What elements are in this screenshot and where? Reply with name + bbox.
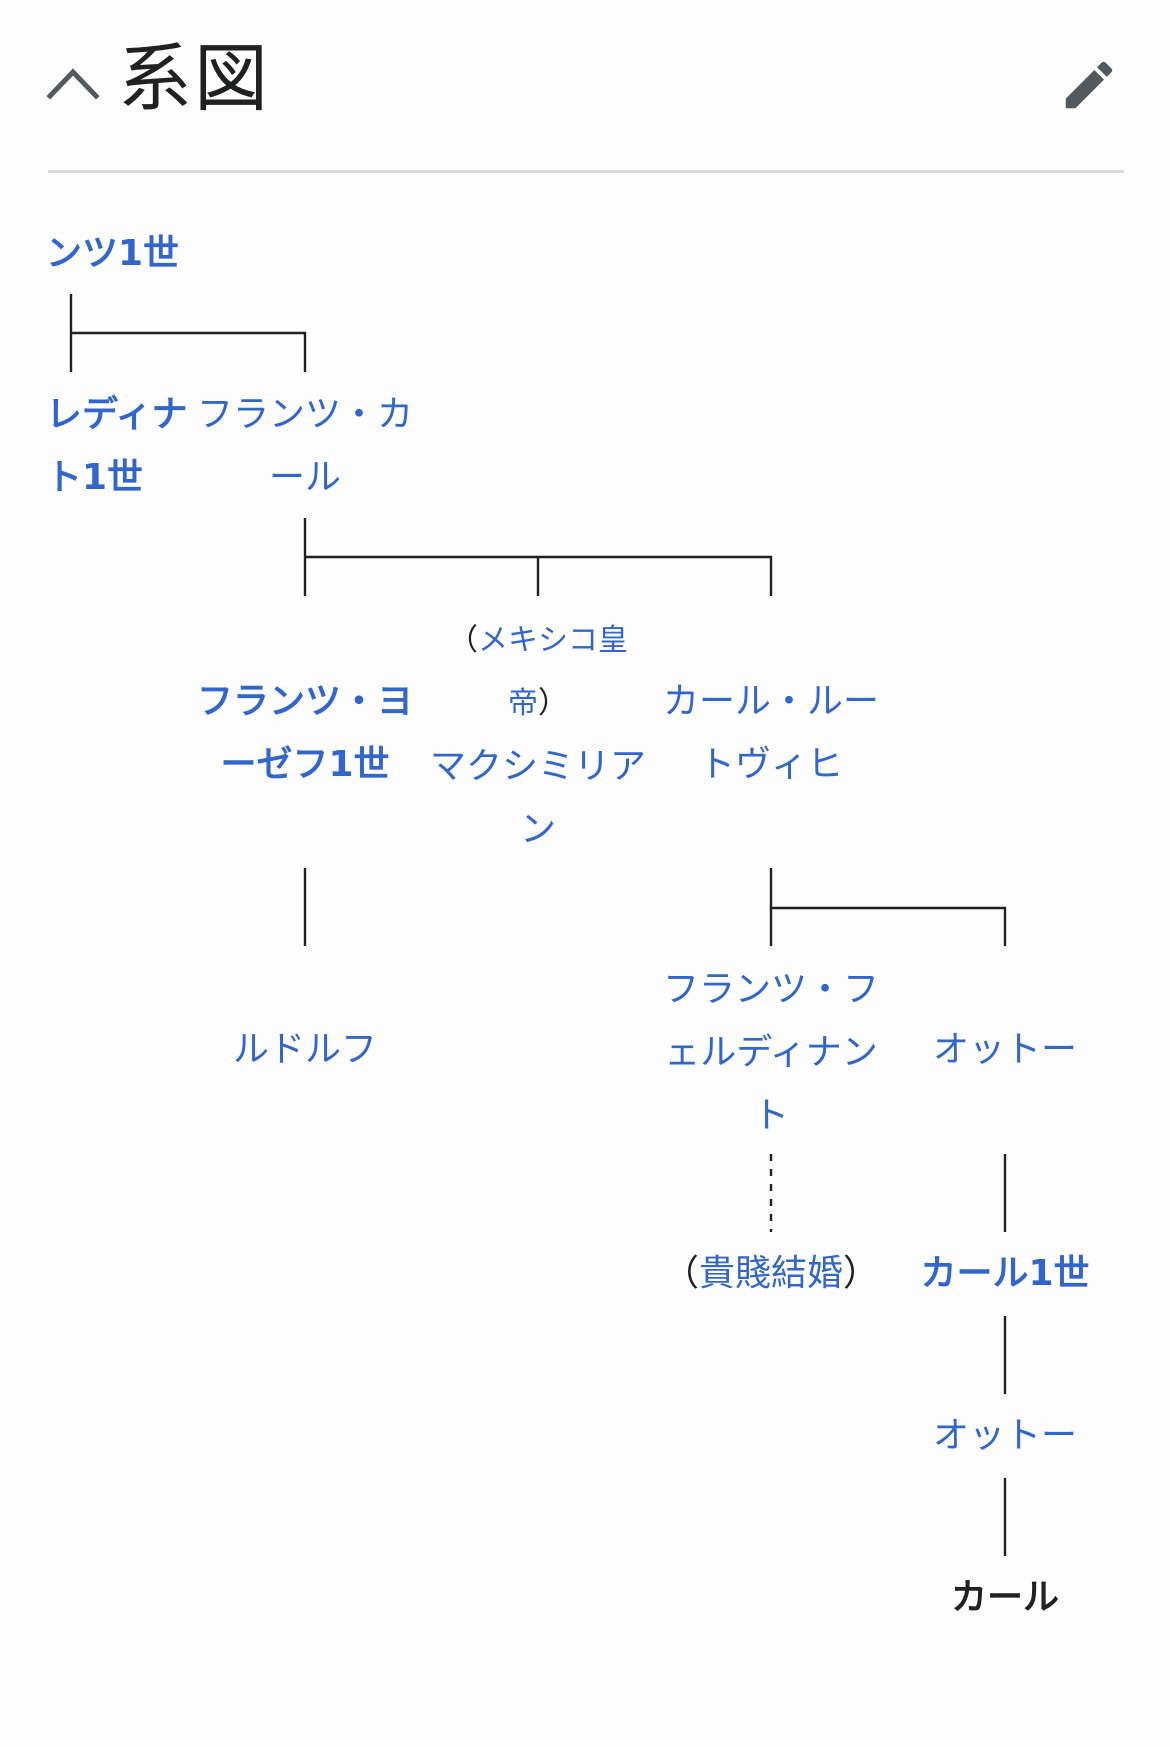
- node-franz-karl[interactable]: フランツ・カ ール: [196, 394, 413, 498]
- node-rudolf[interactable]: ルドルフ: [232, 1029, 377, 1070]
- node-ferdinand-i[interactable]: レディナ ト1世: [46, 394, 188, 498]
- node-morganatic-marriage[interactable]: （貴賤結婚）: [662, 1253, 880, 1294]
- node-otto-2[interactable]: オットー: [932, 1415, 1077, 1456]
- section-title: 系図: [118, 36, 270, 122]
- chevron-up-icon[interactable]: [46, 62, 100, 102]
- node-franz-i[interactable]: ンツ1世: [46, 233, 180, 274]
- pencil-icon[interactable]: [1058, 54, 1120, 116]
- node-karl-ludwig[interactable]: カール・ルー トヴィヒ: [662, 681, 879, 785]
- section-header[interactable]: 系図: [0, 0, 1170, 175]
- header-divider: [48, 170, 1124, 173]
- node-franz-ferdinand[interactable]: フランツ・フ ェルディナン ト: [662, 969, 879, 1136]
- node-otto-1[interactable]: オットー: [932, 1029, 1077, 1070]
- node-karl: カール: [950, 1577, 1059, 1618]
- node-franz-joseph-i[interactable]: フランツ・ヨ ーゼフ1世: [196, 681, 413, 785]
- node-maximilian[interactable]: （メキシコ皇 帝） マクシミリア ン: [429, 623, 646, 850]
- node-karl-i[interactable]: カール1世: [920, 1253, 1090, 1294]
